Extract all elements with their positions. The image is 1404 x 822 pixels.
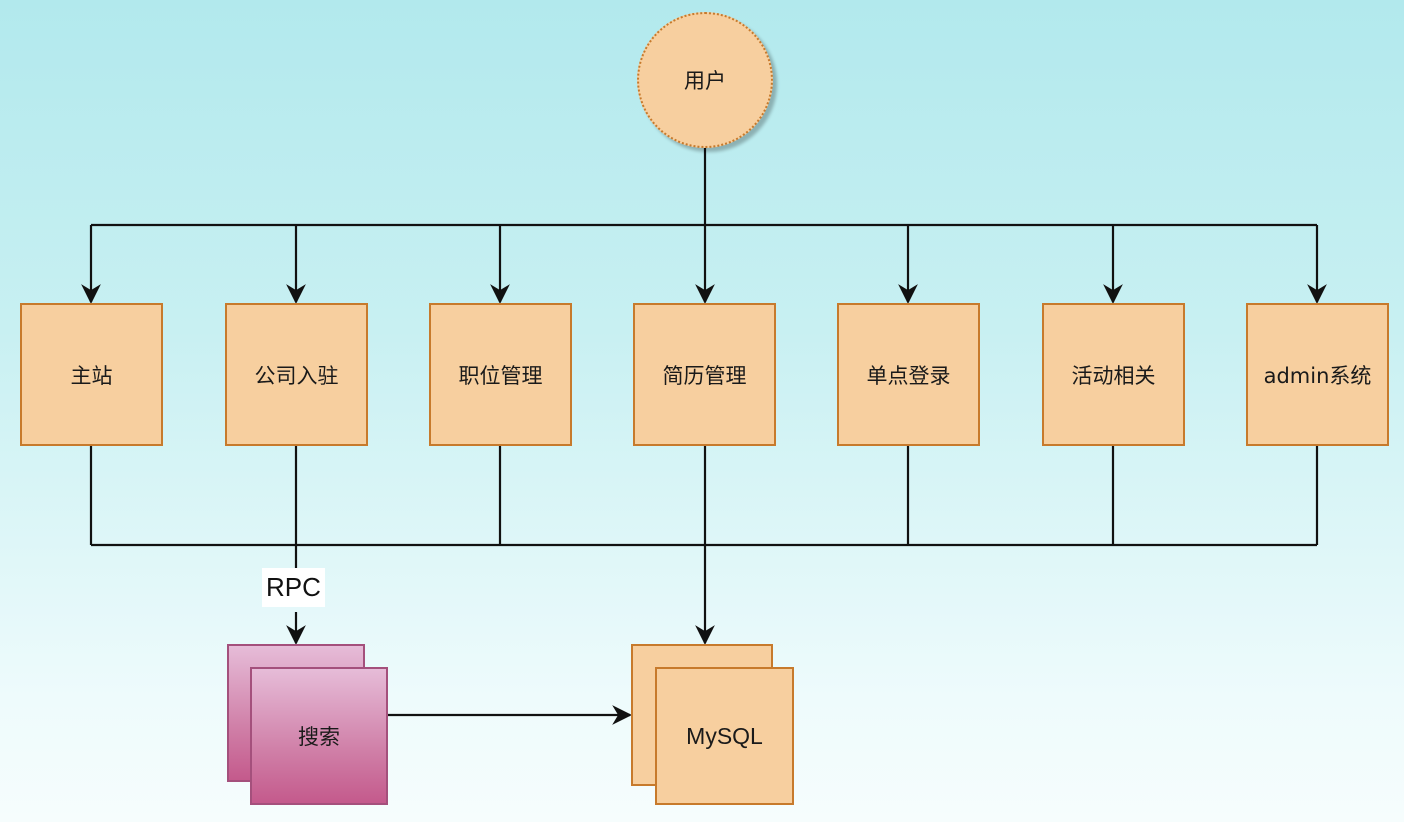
module-label: 主站 [70,363,113,388]
module-node[interactable]: 主站 [20,303,163,446]
module-label: 活动相关 [1071,363,1156,388]
user-node-label: 用户 [684,69,726,93]
module-node[interactable]: 活动相关 [1042,303,1185,446]
rpc-edge-label: RPC [262,568,325,607]
module-label: admin系统 [1263,363,1372,388]
module-label: 公司入驻 [254,363,339,388]
module-node[interactable]: 单点登录 [837,303,980,446]
module-node[interactable]: 公司入驻 [225,303,368,446]
module-node[interactable]: admin系统 [1246,303,1389,446]
module-node[interactable]: 职位管理 [429,303,572,446]
user-node[interactable]: 用户 [637,12,773,148]
mysql-node[interactable]: MySQL [655,667,794,805]
mysql-node-label: MySQL [686,722,763,749]
search-node-label: 搜索 [298,725,340,749]
module-node[interactable]: 简历管理 [633,303,776,446]
module-label: 简历管理 [662,363,747,388]
module-label: 职位管理 [458,363,543,388]
module-label: 单点登录 [866,363,951,388]
search-node[interactable]: 搜索 [250,667,388,805]
